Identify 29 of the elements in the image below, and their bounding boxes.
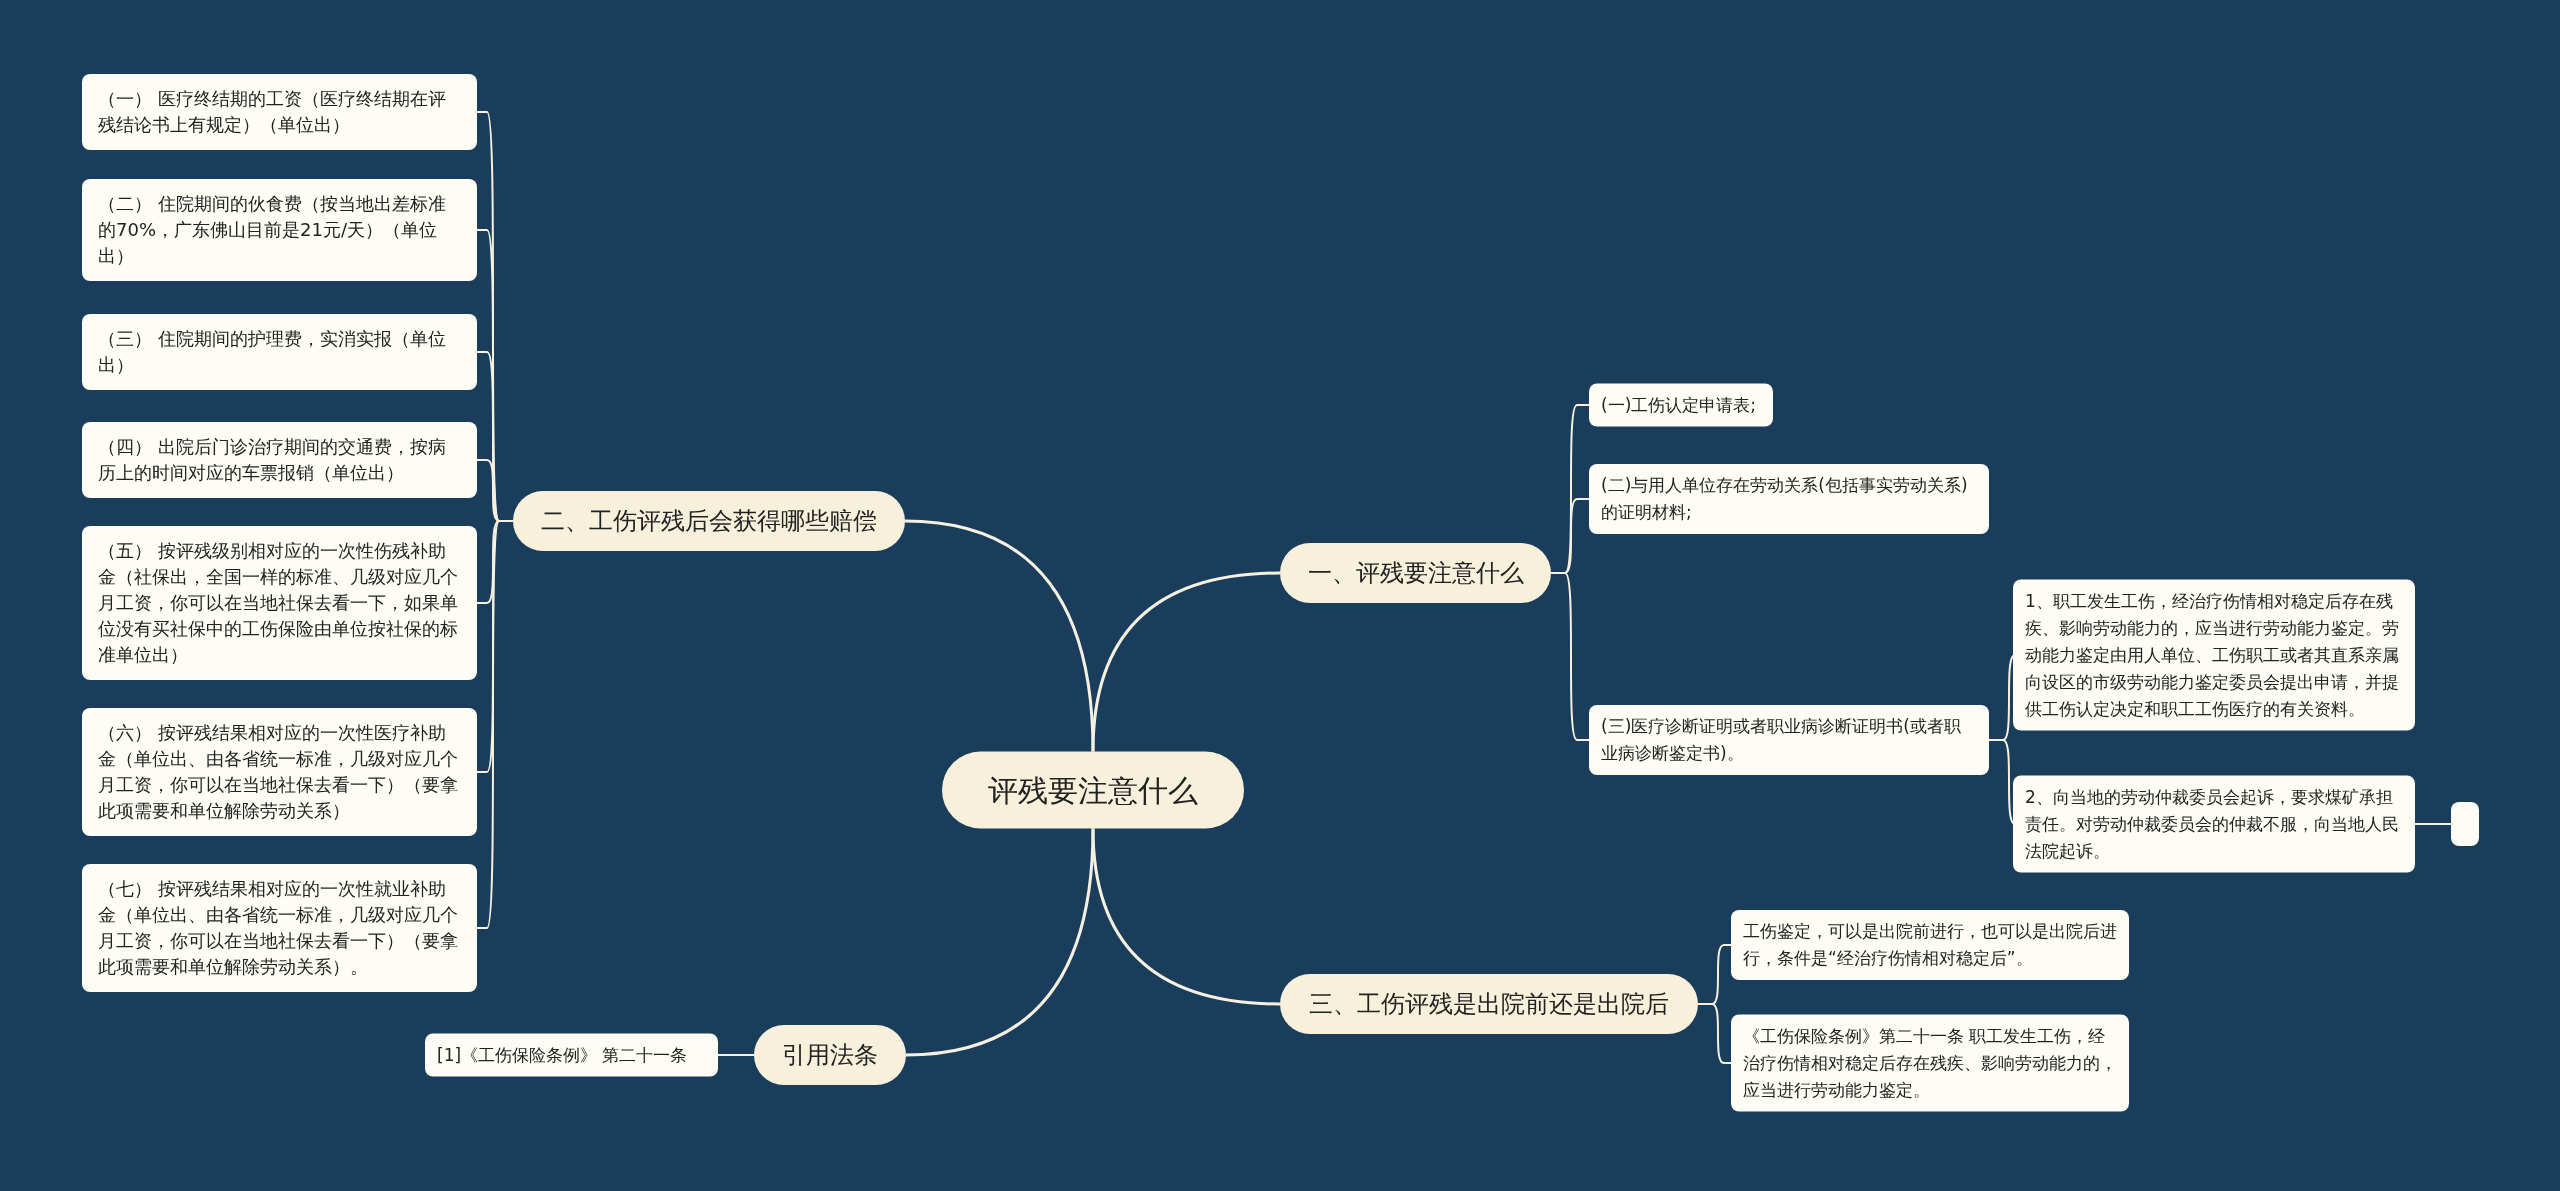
connector-line [904, 519, 1095, 752]
connector-line [717, 1054, 755, 1056]
leaf-card: (二)与用人单位存在劳动关系(包括事实劳动关系)的证明材料; [1589, 464, 1989, 534]
leaf-card: （二） 住院期间的伙食费（按当地出差标准的70%，广东佛山目前是21元/天）（单位出） [82, 179, 477, 281]
branch-topic: 一、评残要注意什么 [1280, 543, 1551, 603]
connector-line [905, 828, 1095, 1057]
leaf-card: （五） 按评残级别相对应的一次性伤残补助金（社保出，全国一样的标准、几级对应几个月工资，你可以在当地社保去看一下，如果单位没有买社保中的工伤保险由单位按社保的标准单位出） [82, 526, 477, 680]
connector-line [1091, 571, 1281, 752]
leaf-card: (一)工伤认定申请表; [1589, 383, 1773, 427]
leaf-card: (三)医疗诊断证明或者职业病诊断证明书(或者职业病诊断鉴定书)。 [1589, 705, 1989, 775]
leaf-card: （三） 住院期间的护理费，实消实报（单位出） [82, 314, 477, 390]
connector-line [2414, 823, 2452, 825]
connector-line [1550, 572, 1590, 741]
connector-line [1091, 828, 1281, 1006]
leaf-card: 工伤鉴定，可以是出院前进行，也可以是出院后进行，条件是“经治疗伤情相对稳定后”。 [1731, 910, 2129, 980]
leaf-card: （四） 出院后门诊治疗期间的交通费，按病历上的时间对应的车票报销（单位出） [82, 422, 477, 498]
leaf-card: （一） 医疗终结期的工资（医疗终结期在评残结论书上有规定）（单位出） [82, 74, 477, 150]
leaf-card: [1]《工伤保险条例》 第二十一条 [425, 1033, 718, 1077]
central-topic: 评残要注意什么 [942, 751, 1244, 829]
leaf-card: （七） 按评残结果相对应的一次性就业补助金（单位出、由各省统一标准，几级对应几个月工资，你可以在当地社保去看一下）（要拿此项需要和单位解除劳动关系）。 [82, 864, 477, 992]
branch-topic: 二、工伤评残后会获得哪些赔偿 [513, 491, 905, 551]
branch-topic: 引用法条 [754, 1025, 906, 1085]
empty-box [2451, 802, 2479, 846]
leaf-card: 1、职工发生工伤，经治疗伤情相对稳定后存在残疾、影响劳动能力的，应当进行劳动能力鉴定。劳动能力鉴定由用人单位、工伤职工或者其直系亲属向设区的市级劳动能力鉴定委员会提出申请，并提供工伤认定决定和职工工伤医疗的有关资料。 [2013, 579, 2415, 731]
connector-line [1697, 1003, 1732, 1064]
leaf-card: 《工伤保险条例》第二十一条 职工发生工伤，经治疗伤情相对稳定后存在残疾、影响劳动能力的，应当进行劳动能力鉴定。 [1731, 1014, 2129, 1112]
leaf-card: （六） 按评残结果相对应的一次性医疗补助金（单位出、由各省统一标准，几级对应几个月工资，你可以在当地社保去看一下）（要拿此项需要和单位解除劳动关系） [82, 708, 477, 836]
branch-topic: 三、工伤评残是出院前还是出院后 [1280, 974, 1698, 1034]
leaf-card: 2、向当地的劳动仲裁委员会起诉，要求煤矿承担责任。对劳动仲裁委员会的仲裁不服，向当地人民法院起诉。 [2013, 775, 2415, 873]
